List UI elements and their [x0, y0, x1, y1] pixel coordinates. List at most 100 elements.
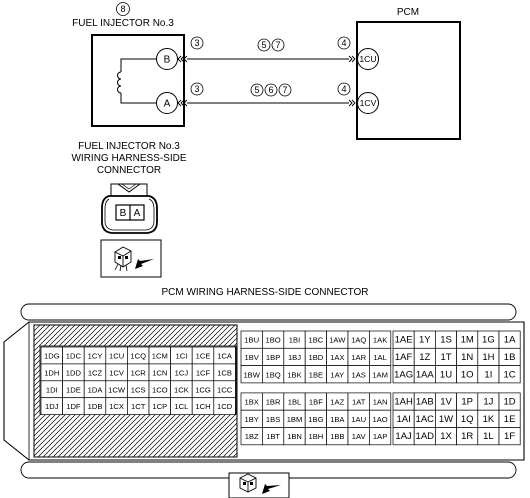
pin-label: 1DG [44, 351, 60, 360]
pin-label: 1BJ [288, 353, 301, 362]
pin-label: 1BS [266, 415, 280, 424]
pin-label: 1AV [352, 432, 367, 441]
pin-label: 1CE [196, 351, 211, 360]
pin-cell-box [369, 427, 392, 446]
pin-label: 1AZ [330, 398, 344, 407]
pin-label: 1BC [309, 336, 324, 345]
pin-label: 1H [482, 352, 494, 363]
svg-text:6: 6 [268, 85, 273, 95]
svg-text:A: A [164, 99, 171, 110]
pin-label: 1CR [131, 368, 147, 377]
pin-label: 1CW [108, 385, 126, 394]
wire-bottom-note-2: 6 [264, 83, 278, 97]
svg-text:5: 5 [261, 40, 266, 50]
pin-label: 1BB [330, 432, 344, 441]
pin-label: 1BL [288, 398, 302, 407]
pin-label: 1CA [217, 351, 233, 360]
pin-label: 1CH [195, 402, 210, 411]
pcm-connector-number-1cu: 4 [337, 36, 351, 50]
pin-label: 1I [484, 369, 492, 380]
pin-label: 1BI [289, 336, 300, 345]
pin-cell-box [369, 365, 392, 384]
pin-label: 1S [440, 335, 452, 346]
injector-coil [117, 58, 156, 104]
pin-label: 1V [440, 397, 452, 408]
pin-label: 1E [504, 414, 516, 425]
svg-text:4: 4 [341, 84, 346, 94]
pin-label: 1AX [330, 353, 344, 362]
pin-label: 1BZ [245, 432, 259, 441]
pin-label: 1DC [66, 351, 82, 360]
pin-label: 1CF [196, 368, 211, 377]
injector-connector-number-b: 3 [190, 36, 204, 50]
pin-label: 1Q [461, 414, 474, 425]
pin-label: 1AF [395, 352, 413, 363]
pin-label: 1AM [372, 370, 388, 379]
pin-label: 1DF [66, 402, 81, 411]
pin-label: 1BY [245, 415, 259, 424]
pin-label: 1N [461, 352, 473, 363]
pin-label: 1AJ [395, 431, 412, 442]
injector-connector-caption-3: CONNECTOR [97, 165, 161, 176]
wire-bottom [177, 99, 356, 107]
pin-label: 1CY [88, 351, 103, 360]
pin-label: 1BM [287, 415, 303, 424]
svg-text:7: 7 [275, 40, 280, 50]
pcm-terminal-1cv: 1CV [357, 92, 379, 114]
pin-label: 1BF [309, 398, 323, 407]
pin-label: 1BE [309, 370, 323, 379]
pin-label: 1U [440, 369, 452, 380]
pin-label: 1AP [373, 432, 387, 441]
pin-label: 1DD [66, 368, 82, 377]
pin-label: 1AR [351, 353, 366, 362]
pin-label: 1F [504, 431, 515, 442]
pin-label: 1BK [287, 370, 301, 379]
pin-label: 1BP [266, 353, 280, 362]
injector-connector-caption-2: WIRING HARNESS-SIDE [71, 153, 186, 164]
svg-text:5: 5 [254, 85, 259, 95]
pin-label: 1AD [416, 431, 435, 442]
wire-bottom-note-1: 5 [250, 83, 264, 97]
pin-label: 1J [483, 397, 493, 408]
pin-label: 1CU [109, 351, 124, 360]
pin-label: 1AO [372, 415, 387, 424]
pin-label: 1CP [152, 402, 167, 411]
pcm-box [356, 21, 461, 140]
pin-label: 1DI [46, 385, 58, 394]
pin-label: 1DJ [45, 402, 59, 411]
injector-connector-caption-1: FUEL INJECTOR No.3 [78, 141, 180, 152]
pin-label: 1CZ [88, 368, 103, 377]
pin-label: 1CX [109, 402, 124, 411]
svg-text:1CU: 1CU [359, 54, 376, 64]
svg-text:7: 7 [282, 85, 287, 95]
injector-connector-drawing [101, 183, 158, 234]
pin-label: 1BH [309, 432, 324, 441]
pin-label: 1CB [217, 368, 232, 377]
pin-label: 1CM [152, 351, 168, 360]
pin-label: 1BR [266, 398, 281, 407]
pin-label: 1AU [351, 415, 366, 424]
pin-label: 1BN [287, 432, 302, 441]
pin-label: 1BD [309, 353, 324, 362]
pcm-terminal-1cu: 1CU [357, 48, 379, 70]
pin-label: 1BU [244, 336, 259, 345]
pin-label: 1K [483, 414, 495, 425]
pin-label: 1CJ [175, 368, 189, 377]
pin-label: 1DH [44, 368, 59, 377]
pin-label: 1AS [352, 370, 366, 379]
pin-label: 1BQ [265, 370, 280, 379]
svg-text:8: 8 [120, 4, 125, 14]
pin-label: 1CI [175, 351, 187, 360]
pin-label: 1CQ [130, 351, 146, 360]
svg-text:B: B [164, 55, 171, 66]
pin-label: 1AG [394, 369, 413, 380]
injector-ref-marker: 8 [116, 2, 130, 16]
pin-label: 1A [504, 335, 516, 346]
injector-terminal-b: B [156, 48, 178, 70]
pin-label: 1CC [217, 385, 233, 394]
pin-cell-box [213, 397, 236, 415]
pin-cell-box [498, 365, 521, 384]
